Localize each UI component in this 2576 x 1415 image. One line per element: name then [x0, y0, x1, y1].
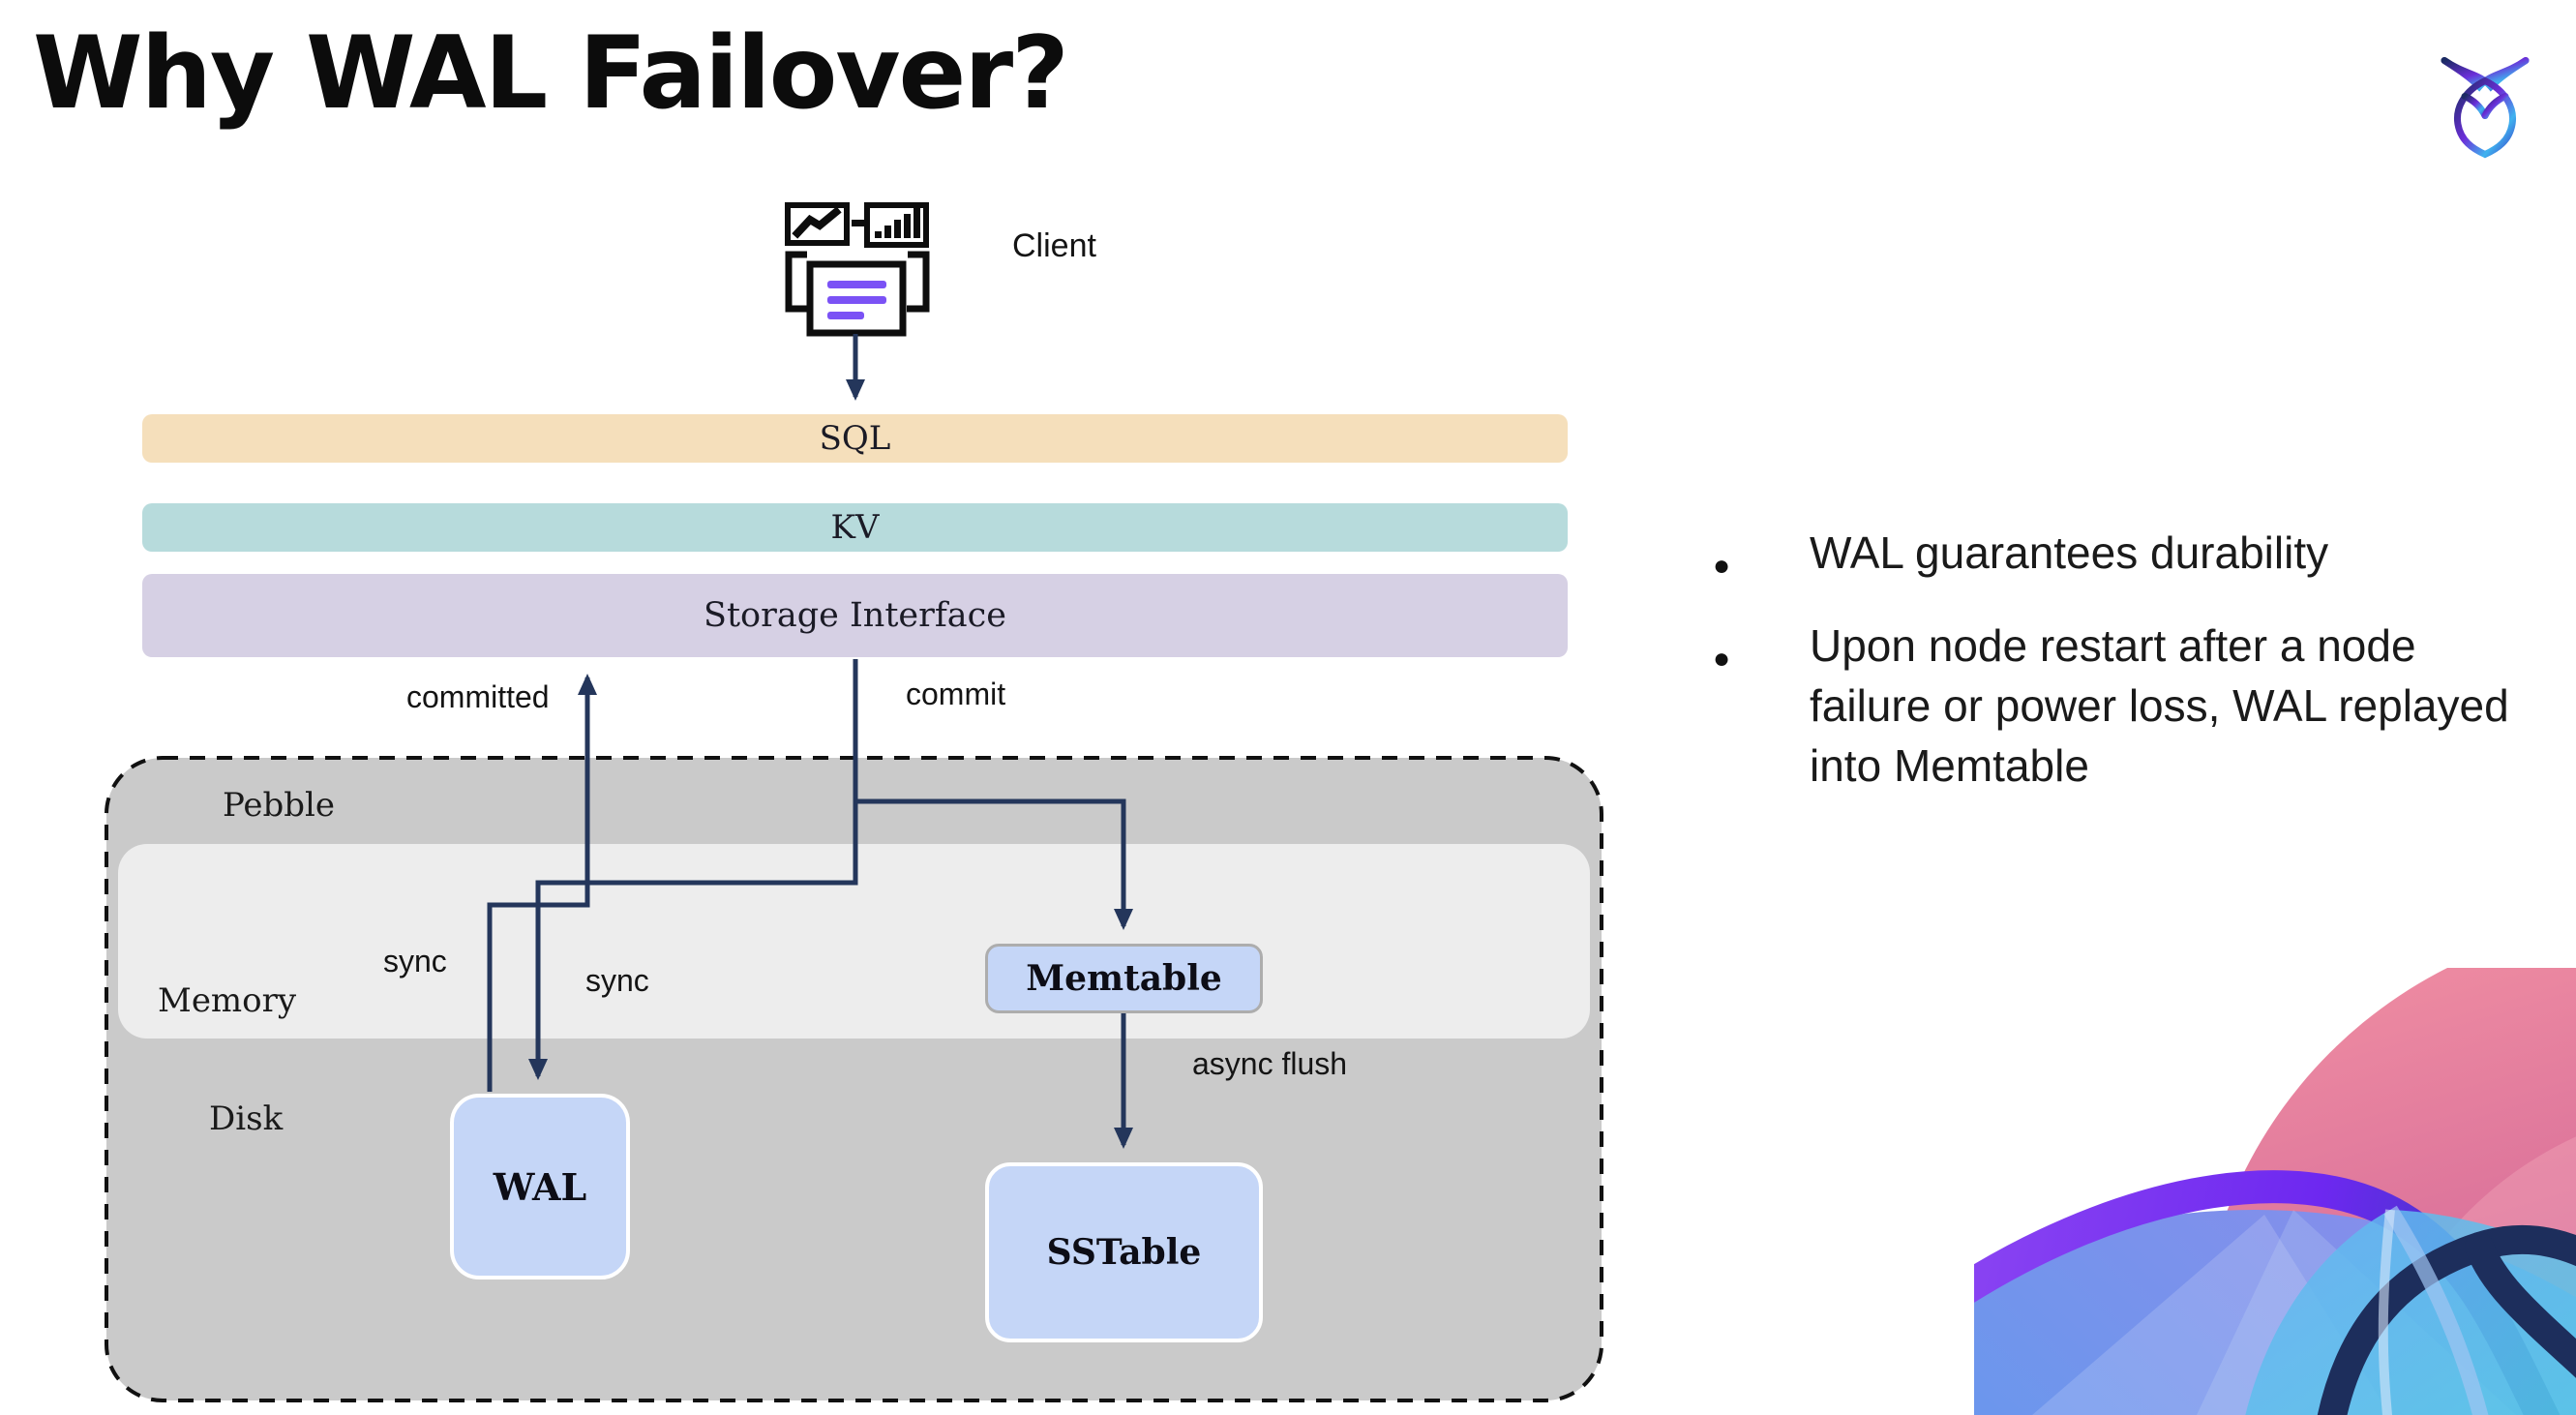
client-workstation-icon	[785, 202, 930, 337]
memtable-box: Memtable	[985, 944, 1263, 1013]
bullet-text: WAL guarantees durability	[1810, 527, 2329, 578]
sync-left-edge-label: sync	[383, 944, 447, 978]
bullet-dot-icon: ●	[1713, 550, 1731, 582]
sstable-box-label: SSTable	[1046, 1232, 1202, 1273]
wal-box-label: WAL	[493, 1164, 587, 1209]
storage-interface-label: Storage Interface	[704, 596, 1006, 635]
memory-region-label: Memory	[158, 981, 297, 1020]
bullet-dot-icon: ●	[1713, 643, 1731, 675]
client-label: Client	[1012, 227, 1096, 264]
wal-box: WAL	[450, 1094, 630, 1280]
commit-sync-wal-arrow	[528, 659, 858, 1080]
pebble-region-label: Pebble	[223, 786, 335, 825]
document-icon	[785, 251, 930, 337]
committed-edge-label: committed	[406, 679, 550, 714]
storage-interface-bar: Storage Interface	[142, 574, 1568, 657]
kv-layer-bar: KV	[142, 503, 1568, 552]
async-flush-edge-label: async flush	[1192, 1046, 1348, 1081]
list-item: ● Upon node restart after a node failure…	[1711, 616, 2543, 796]
cockroachdb-logo-icon	[2441, 57, 2530, 159]
disk-region-label: Disk	[209, 1099, 284, 1138]
sql-layer-label: SQL	[819, 419, 891, 458]
bullet-text: Upon node restart after a node failure o…	[1810, 620, 2509, 791]
cockroachdb-brand-art	[1974, 968, 2576, 1415]
sync-right-edge-label: sync	[585, 963, 649, 998]
bullet-list: ● WAL guarantees durability ● Upon node …	[1711, 523, 2543, 828]
memtable-box-label: Memtable	[1026, 958, 1222, 999]
list-item: ● WAL guarantees durability	[1711, 523, 2543, 583]
sql-layer-bar: SQL	[142, 414, 1568, 463]
commit-memtable-arrow	[855, 798, 1133, 930]
chart-monitor-icon	[785, 202, 850, 246]
commit-edge-label: commit	[906, 677, 1006, 711]
sstable-box: SSTable	[985, 1162, 1263, 1342]
page-title: Why WAL Failover?	[33, 15, 1069, 132]
dash-glyph	[852, 220, 864, 226]
kv-layer-label: KV	[830, 508, 880, 547]
bar-chart-monitor-icon	[864, 202, 929, 248]
